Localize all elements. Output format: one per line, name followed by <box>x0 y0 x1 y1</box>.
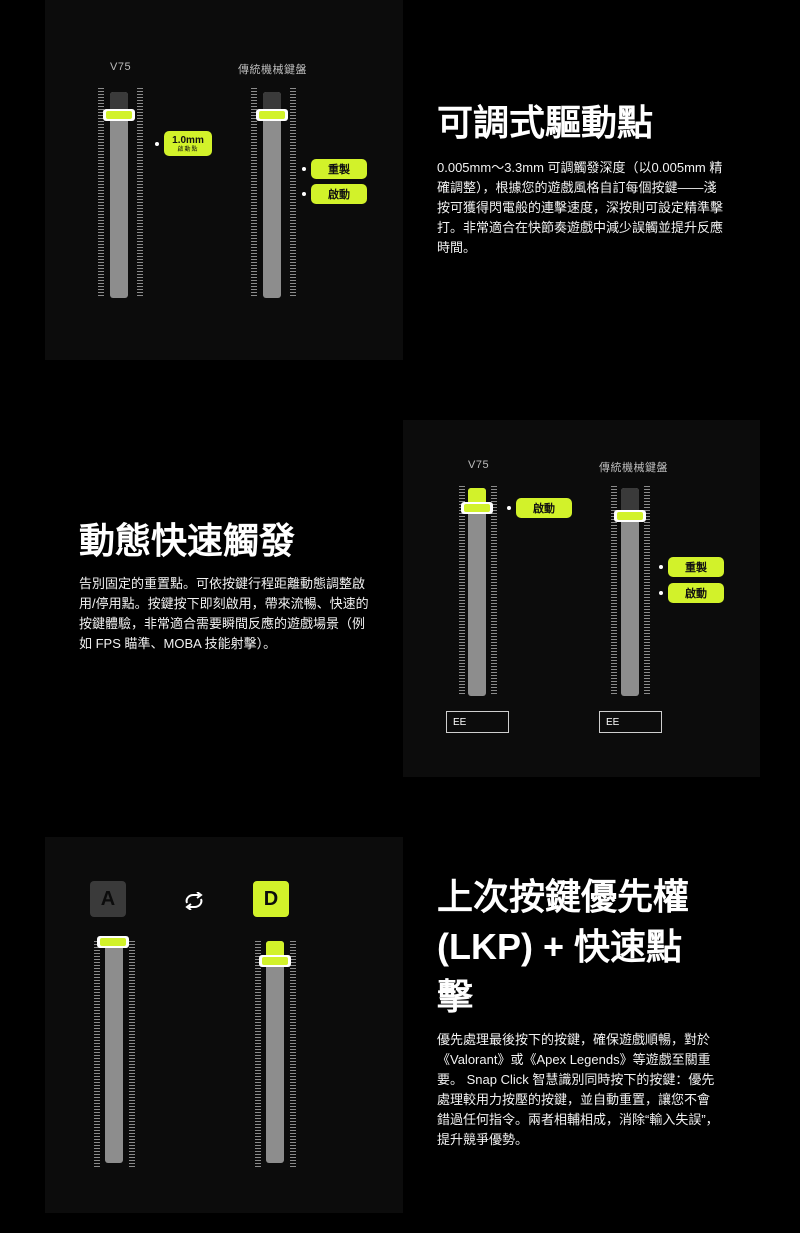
title-last-key-priority: 上次按鍵優先權 (LKP) + 快速點 擊 <box>437 876 690 1017</box>
travel-track-key-d <box>266 941 284 1163</box>
scale-ruler <box>290 941 296 1169</box>
actuation-handle-traditional[interactable] <box>614 510 646 522</box>
rapid-trigger-travel <box>468 488 486 502</box>
travel-track-v75 <box>468 488 486 696</box>
travel-track-traditional <box>621 488 639 696</box>
scale-ruler <box>644 486 650 696</box>
actuation-handle-traditional[interactable] <box>256 109 288 121</box>
panel-rapid-trigger: V75 傳統機械鍵盤 啟動 重製 啟動 EE EE <box>403 420 760 777</box>
scale-ruler <box>251 88 257 298</box>
title-adjustable-actuation: 可調式驅動點 <box>437 102 654 143</box>
actuation-handle-key-a[interactable] <box>97 936 129 948</box>
actuation-handle-v75[interactable] <box>461 502 493 514</box>
panel-last-key-priority: A D <box>45 837 403 1213</box>
key-state-box-right: EE <box>599 711 662 733</box>
actuation-handle-v75[interactable] <box>103 109 135 121</box>
caption-traditional-keyboard: 傳統機械鍵盤 <box>599 462 668 474</box>
key-d: D <box>253 881 289 917</box>
caption-v75: V75 <box>110 61 132 73</box>
caption-v75: V75 <box>468 459 490 471</box>
reset-tag: 重製 <box>659 557 724 577</box>
actuate-tag: 啟動 <box>659 583 724 603</box>
caption-traditional-keyboard: 傳統機械鍵盤 <box>238 64 307 76</box>
scale-ruler <box>98 88 104 298</box>
swap-cycle-icon <box>182 891 206 911</box>
travel-track-key-a <box>105 941 123 1163</box>
key-a: A <box>90 881 126 917</box>
travel-track-v75 <box>110 92 128 298</box>
scale-ruler <box>459 486 465 696</box>
description-dynamic-rapid-trigger: 告別固定的重置點。可依按鍵行程距離動態調整啟用/停用點。按鍵按下即刻啟用，帶來流… <box>79 576 369 651</box>
scale-ruler <box>491 486 497 696</box>
description-last-key-priority: 優先處理最後按下的按鍵，確保遊戲順暢，對於《Valorant》或《Apex Le… <box>437 1032 719 1147</box>
scale-ruler <box>255 941 261 1169</box>
key-d-travel <box>266 941 284 957</box>
actuate-tag: 啟動 <box>507 498 572 518</box>
reset-tag: 重製 <box>302 159 367 179</box>
title-dynamic-rapid-trigger: 動態快速觸發 <box>79 520 296 561</box>
actuate-tag: 啟動 <box>302 184 367 204</box>
scale-ruler <box>129 941 135 1169</box>
key-state-box-left: EE <box>446 711 509 733</box>
scale-ruler <box>290 88 296 298</box>
actuation-handle-key-d[interactable] <box>259 955 291 967</box>
scale-ruler <box>94 941 100 1169</box>
travel-track-traditional <box>263 92 281 298</box>
description-adjustable-actuation: 0.005mm～3.3mm 可調觸發深度（以0.005mm 精確調整），根據您的… <box>437 160 724 255</box>
scale-ruler <box>137 88 143 298</box>
